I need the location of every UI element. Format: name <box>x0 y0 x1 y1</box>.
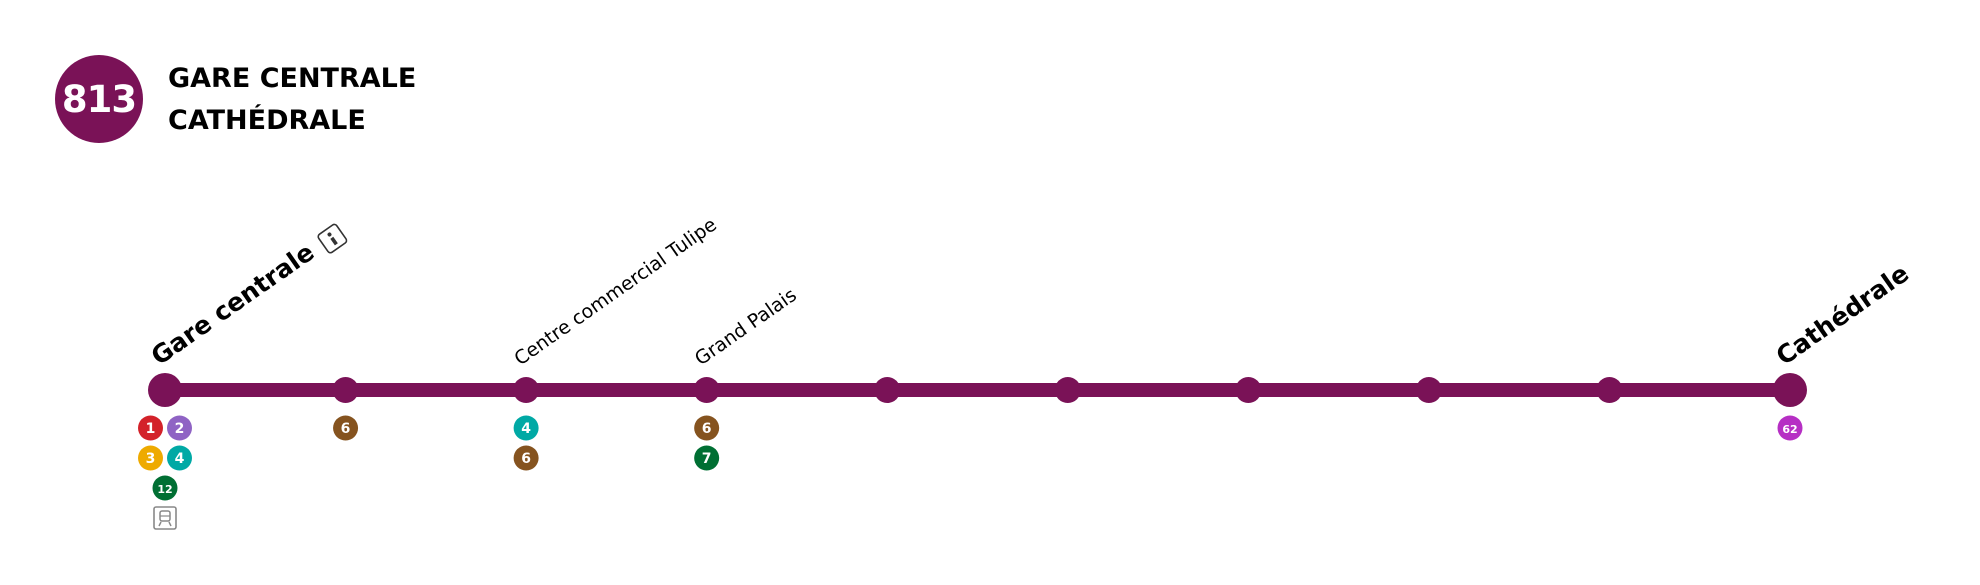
destination-origin: GARE CENTRALE <box>168 63 417 94</box>
line-number-badge[interactable]: 813 <box>55 55 143 143</box>
stop-dot[interactable] <box>1235 377 1262 403</box>
stop-dot[interactable] <box>148 373 182 407</box>
connection-badge[interactable] <box>167 415 192 441</box>
connection-line-number: 4 <box>521 421 531 437</box>
connection-line-number: 12 <box>157 483 172 496</box>
connection-line-number: 6 <box>341 421 351 437</box>
stop-dot[interactable] <box>1773 373 1807 407</box>
connection-badge[interactable] <box>694 415 720 441</box>
connection-badge[interactable] <box>333 415 359 441</box>
connection-line-number: 4 <box>175 451 185 467</box>
stop-name[interactable]: Centre commercial Tulipe <box>510 214 720 371</box>
connection-line-number: 1 <box>146 421 156 437</box>
stop-dot[interactable] <box>1596 377 1623 403</box>
connection-line-number: 7 <box>702 451 712 467</box>
stop-name[interactable]: Cathédrale <box>1771 259 1914 371</box>
connection-badge[interactable] <box>152 475 178 501</box>
stop-dot[interactable] <box>513 377 540 403</box>
connection-badge[interactable] <box>694 445 720 471</box>
connection-line-number: 6 <box>521 451 531 467</box>
stop-dot[interactable] <box>693 377 720 403</box>
stop-name[interactable]: Gare centrale <box>146 237 320 371</box>
info-icon[interactable] <box>317 223 348 254</box>
connection-badge[interactable] <box>138 415 163 441</box>
connection-badge[interactable] <box>513 445 539 471</box>
stop-dot[interactable] <box>332 377 359 403</box>
connection-line-number: 2 <box>175 421 185 437</box>
stop-dot[interactable] <box>1054 377 1081 403</box>
connection-line-number: 6 <box>702 421 712 437</box>
connection-line-number: 62 <box>1782 423 1797 436</box>
destination-terminus: CATHÉDRALE <box>168 105 366 136</box>
connection-badge[interactable] <box>513 415 539 441</box>
stop-dot[interactable] <box>1415 377 1442 403</box>
stop-dot[interactable] <box>874 377 901 403</box>
stop-name[interactable]: Grand Palais <box>691 284 801 370</box>
connection-badge[interactable] <box>138 445 163 471</box>
train-icon[interactable] <box>153 506 177 530</box>
route-destinations: GARE CENTRALE CATHÉDRALE <box>168 58 416 142</box>
connection-badge[interactable] <box>167 445 192 471</box>
connection-badge[interactable] <box>1777 415 1803 441</box>
connection-line-number: 3 <box>146 451 156 467</box>
